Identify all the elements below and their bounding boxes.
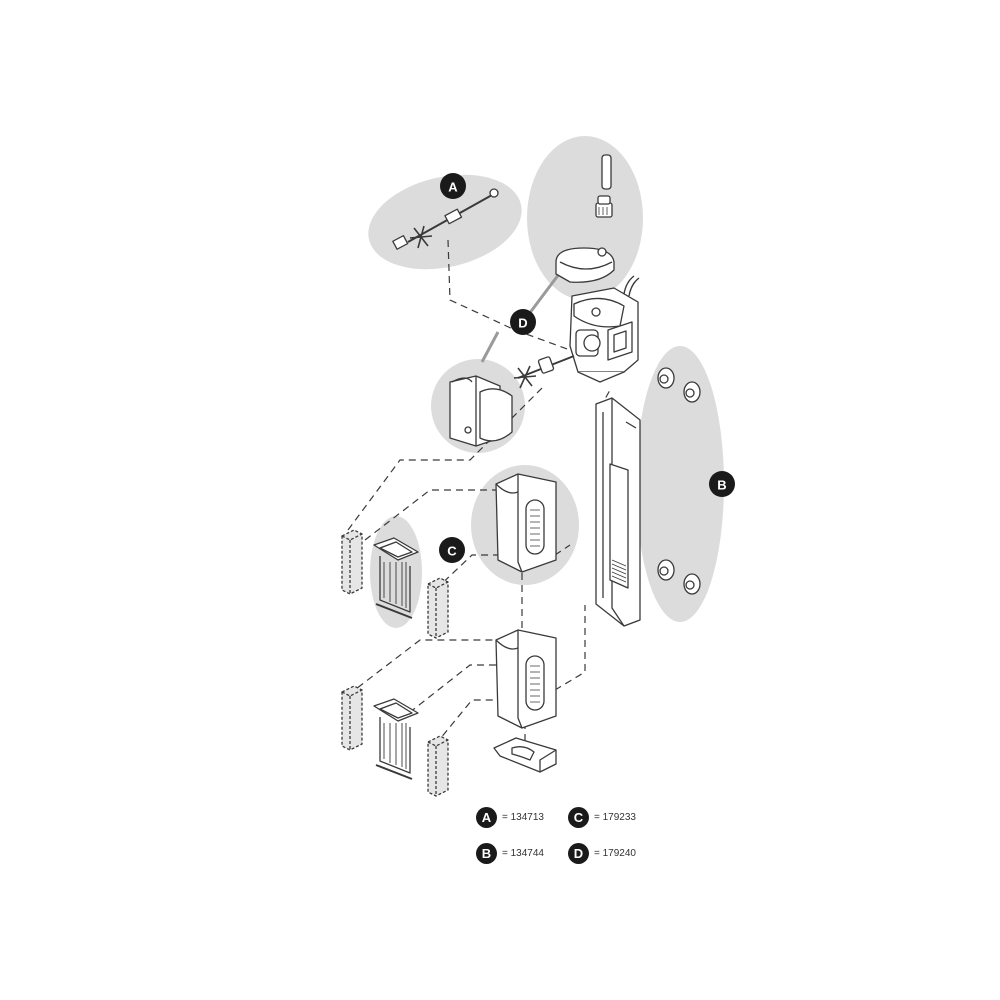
suction-cups-part: [657, 367, 701, 595]
legend-code-a: 134713: [510, 812, 544, 823]
filter-cartridge-lower-part: [495, 629, 557, 729]
sponge-upper-right: [427, 577, 449, 639]
legend-badge-c: C: [568, 807, 589, 828]
adjust-knob-part: [595, 195, 613, 218]
callout-b: B: [709, 471, 735, 497]
callout-a-label: A: [448, 180, 458, 195]
zone-b: [636, 346, 724, 622]
callout-b-label: B: [717, 478, 726, 493]
legend-badge-b: B: [476, 843, 497, 864]
legend-code-b: 134744: [510, 848, 544, 859]
suction-cup: [657, 559, 675, 581]
legend-row-d: D = 179240: [568, 843, 636, 864]
suction-cup: [657, 367, 675, 389]
suction-cup: [683, 573, 701, 595]
sponge-lower-left: [341, 685, 363, 751]
legend-code-d: 179240: [602, 848, 636, 859]
filter-cartridge-upper-part: [495, 473, 557, 573]
callout-a: A: [440, 173, 466, 199]
callout-d-label: D: [518, 316, 527, 331]
legend-code-c: 179233: [602, 812, 636, 823]
legend-eq-a: =: [502, 812, 508, 823]
sponge-lower-right: [427, 735, 449, 797]
suction-cup: [683, 381, 701, 403]
shaft-pin-part: [601, 154, 612, 190]
bottom-clip-part: [493, 737, 557, 773]
legend-badge-a: A: [476, 807, 497, 828]
sponge-rack-upper-part: [373, 537, 419, 619]
legend-row-c: C = 179233: [568, 807, 636, 828]
sponge-upper-left: [341, 529, 363, 595]
rotor-part: [513, 355, 575, 389]
callout-c-label: C: [447, 544, 457, 559]
impeller-shaft-part: [392, 188, 499, 250]
callout-d: D: [510, 309, 536, 335]
legend-eq-c: =: [594, 812, 600, 823]
back-plate-part: [595, 397, 641, 627]
legend-row-b: B = 134744: [476, 843, 544, 864]
legend-eq-d: =: [594, 848, 600, 859]
legend-eq-b: =: [502, 848, 508, 859]
sponge-rack-lower-part: [373, 698, 419, 780]
legend-badge-d: D: [568, 843, 589, 864]
flow-cap-part: [555, 247, 615, 283]
legend-row-a: A = 134713: [476, 807, 544, 828]
callout-c: C: [439, 537, 465, 563]
pump-head-part: [569, 275, 640, 383]
rotor-housing-part: [449, 375, 513, 447]
